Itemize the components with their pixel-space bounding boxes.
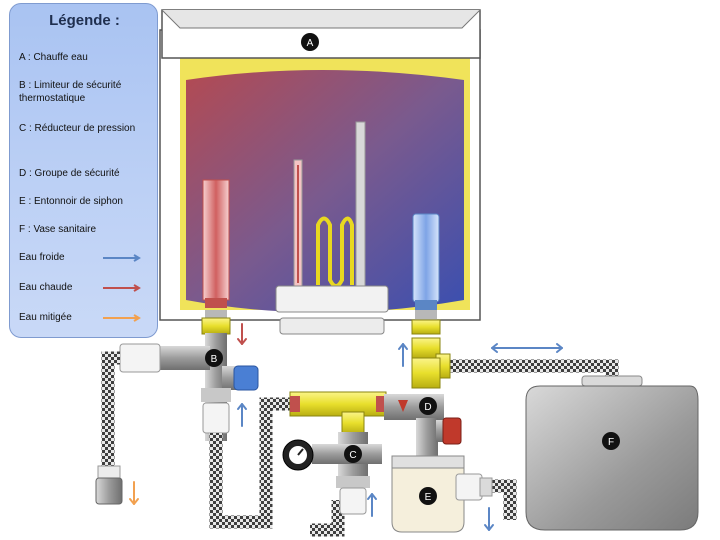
flow-arrows xyxy=(129,323,563,531)
legend-item-hot-water: Eau chaude xyxy=(19,282,73,293)
legend-item-cold-water: Eau froide xyxy=(19,252,65,263)
legend-title: Légende : xyxy=(49,12,120,29)
svg-text:B: B xyxy=(211,354,218,365)
expansion-flow-arrow xyxy=(491,343,563,353)
hot-outlet-tube xyxy=(202,179,230,308)
legend-item-expansion-vessel: F : Vase sanitaire xyxy=(19,224,97,235)
hot-water-arrow-icon xyxy=(103,284,141,292)
legend-panel: Légende : A : Chauffe eau B : Limiteur d… xyxy=(9,3,158,338)
mixed-flow-arrow xyxy=(129,481,139,505)
legend-item-thermostatic-limiter: B : Limiteur de sécurité thermostatique xyxy=(19,80,122,104)
cold-inlet-tube xyxy=(412,213,440,310)
svg-text:C: C xyxy=(349,450,356,461)
marker-E: E xyxy=(419,487,437,505)
drain-flow-arrow xyxy=(484,507,494,531)
cold-flow-arrow xyxy=(367,493,377,517)
braided-hoses xyxy=(101,351,619,537)
legend-item-mixed-water: Eau mitigée xyxy=(19,312,72,323)
marker-B: B xyxy=(205,349,223,367)
marker-F: F xyxy=(602,432,620,450)
legend-item-siphon-funnel: E : Entonnoir de siphon xyxy=(19,196,123,207)
legend-item-safety-group: D : Groupe de sécurité xyxy=(19,168,120,179)
cold-flow-arrow xyxy=(398,343,408,367)
svg-text:D: D xyxy=(424,402,431,413)
svg-text:E: E xyxy=(425,492,432,503)
expansion-vessel xyxy=(525,375,699,531)
cold-flow-arrow xyxy=(237,403,247,427)
safety-group xyxy=(384,310,462,460)
svg-text:F: F xyxy=(608,437,614,448)
legend-item-pressure-reducer: C : Réducteur de pression xyxy=(19,123,136,134)
cold-water-arrow-icon xyxy=(103,254,141,262)
legend-item-heater: A : Chauffe eau xyxy=(19,52,88,63)
mixed-water-arrow-icon xyxy=(103,314,141,322)
marker-D: D xyxy=(419,397,437,415)
marker-C: C xyxy=(344,445,362,463)
mixed-outlet-fitting xyxy=(95,465,123,505)
marker-A: A xyxy=(301,33,319,51)
siphon-funnel xyxy=(391,455,493,533)
svg-text:A: A xyxy=(307,38,314,49)
hot-flow-arrow xyxy=(237,323,247,345)
